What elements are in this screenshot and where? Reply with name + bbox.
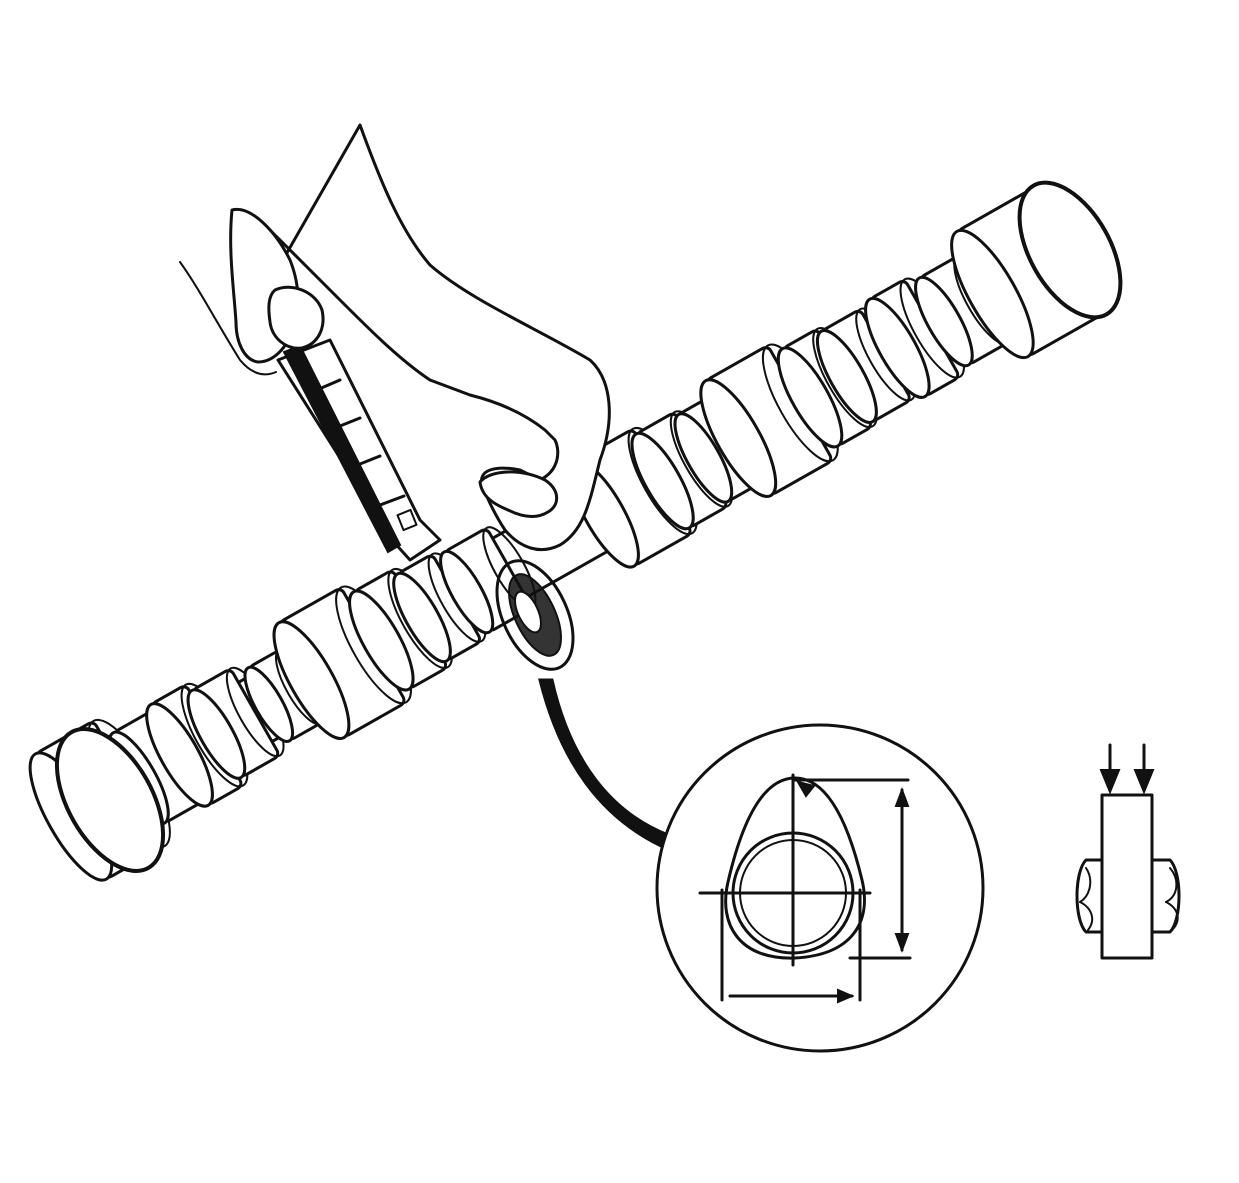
camshaft-neck-face — [914, 275, 974, 368]
camshaft-lobe-face — [630, 431, 695, 531]
camshaft-lobe-face — [864, 296, 931, 399]
break-mark-right — [1165, 901, 1179, 931]
width-arrowhead — [837, 988, 855, 1004]
break-mark-left — [1079, 867, 1092, 903]
camshaft-neck-face — [439, 549, 495, 635]
measure-arrowhead-left — [1099, 769, 1121, 795]
hand-thumb — [478, 470, 559, 518]
height-arrowhead-top — [894, 787, 910, 807]
micrometer-anvil-face — [514, 590, 542, 634]
break-mark-left — [1079, 901, 1094, 931]
shaft-stub-left — [1075, 858, 1104, 934]
lobe-tip-arrowhead — [795, 780, 816, 798]
break-mark-right — [1165, 867, 1178, 903]
camshaft-lobe-face — [186, 688, 247, 780]
camshaft — [28, 180, 1123, 882]
hand-outline — [232, 123, 611, 552]
cam-lobe-detail — [655, 723, 985, 1053]
camshaft-lobe-face — [392, 571, 452, 664]
lobe-width-block — [1100, 793, 1154, 960]
micrometer-anvil-ring — [495, 559, 575, 671]
camshaft-lobe-face — [673, 412, 734, 504]
micrometer-graduation — [310, 378, 342, 394]
camshaft-end-face — [54, 727, 166, 873]
camshaft-journal-face — [699, 378, 778, 498]
camshaft-lobe-face — [815, 329, 878, 424]
detail-circle — [655, 723, 985, 1053]
height-arrowhead-bottom — [894, 933, 910, 953]
camshaft-neck-face — [243, 665, 295, 743]
hand — [179, 123, 611, 552]
lobe-profile — [724, 776, 866, 960]
measure-arrowhead-right — [1133, 769, 1155, 795]
lobe-side-view — [1075, 743, 1181, 960]
camshaft-lobe-face — [145, 702, 214, 808]
hand-fingertip — [267, 285, 325, 350]
camshaft-journal-end-face — [950, 228, 1035, 360]
micrometer-graduation — [348, 454, 382, 470]
micrometer-lock — [396, 508, 418, 532]
camshaft-journal-face — [272, 620, 351, 740]
shaft-stub-right — [1150, 858, 1181, 934]
micrometer-graduation — [328, 416, 362, 432]
callout-leader — [538, 678, 672, 853]
micrometer-graduation — [370, 494, 406, 510]
camshaft-lobe-face — [776, 346, 844, 449]
camshaft-end-face — [1017, 180, 1123, 320]
hand-finger-crease — [179, 261, 277, 376]
camshaft-lobe-face — [348, 589, 415, 692]
